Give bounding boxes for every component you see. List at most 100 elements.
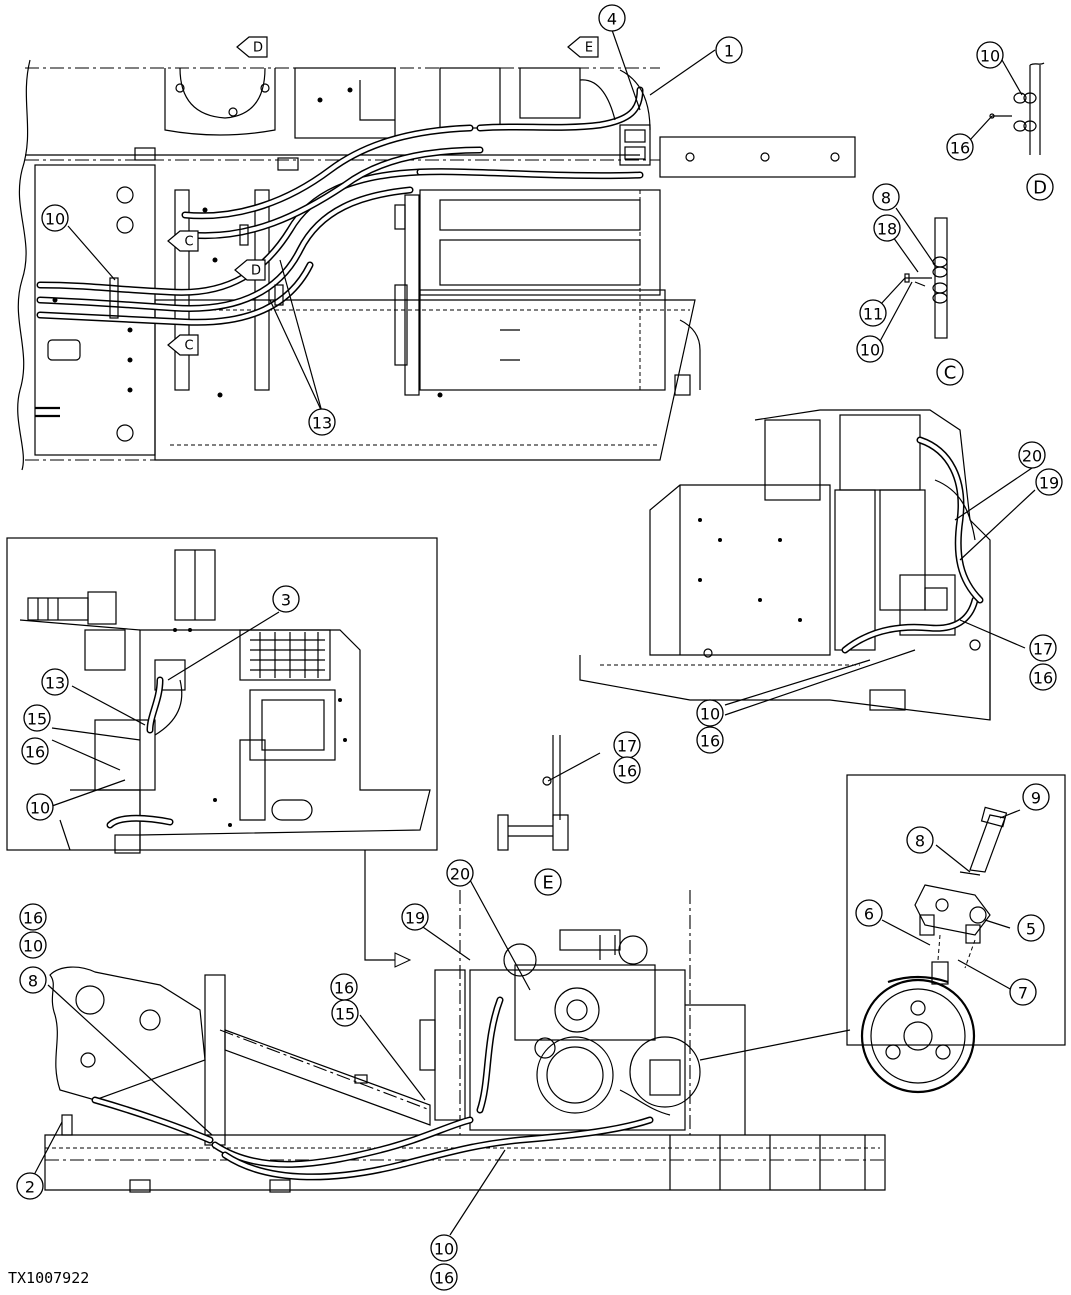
callout-number: 8	[28, 972, 38, 991]
callout-1: 1	[715, 36, 743, 64]
callout-circle	[16, 1172, 44, 1200]
callout-number: 16	[23, 909, 43, 928]
callout-number: 10	[700, 705, 720, 724]
callout-number: 10	[30, 799, 50, 818]
view-label-letter: E	[542, 873, 553, 894]
callout-17: 17	[613, 731, 641, 759]
callout-2: 2	[16, 1172, 44, 1200]
callout-number: 10	[23, 937, 43, 956]
callout-8: 8	[872, 183, 900, 211]
view-arrow-c: C	[167, 334, 199, 356]
detail-e-bracket	[497, 735, 569, 851]
callout-circle	[859, 299, 887, 327]
callout-number: 11	[863, 305, 883, 324]
callout-circle	[696, 726, 724, 754]
detail-d-hose-clamp	[989, 62, 1045, 155]
callout-number: 16	[1033, 669, 1053, 688]
callout-circle	[1018, 441, 1046, 469]
view-arrow-shape	[167, 230, 199, 252]
callout-16: 16	[696, 726, 724, 754]
callout-10: 10	[26, 793, 54, 821]
callout-number: 1	[724, 42, 734, 61]
callout-number: 18	[877, 220, 897, 239]
callout-circle	[1017, 914, 1045, 942]
callout-circle	[1029, 634, 1057, 662]
callout-circle	[19, 931, 47, 959]
view-arrow-letter: E	[585, 41, 593, 56]
callout-number: 10	[860, 341, 880, 360]
panel-dots	[698, 518, 802, 622]
callout-16: 16	[613, 756, 641, 784]
callout-circle	[41, 668, 69, 696]
callout-number: 10	[980, 47, 1000, 66]
callout-circle	[23, 704, 51, 732]
callout-circle	[19, 903, 47, 931]
callout-number: 16	[950, 139, 970, 158]
callout-3: 3	[272, 585, 300, 613]
callout-9: 9	[1022, 783, 1050, 811]
callout-number: 17	[1033, 640, 1053, 659]
callout-circle	[26, 793, 54, 821]
bottom-main-engine-view	[44, 890, 886, 1193]
callout-number: 16	[25, 743, 45, 762]
right-isometric-engine-view	[579, 409, 991, 721]
callout-16: 16	[19, 903, 47, 931]
callout-18: 18	[873, 214, 901, 242]
callout-7: 7	[1009, 978, 1037, 1006]
callout-circle	[1009, 978, 1037, 1006]
callout-15: 15	[23, 704, 51, 732]
top-view-frame-assembly	[17, 59, 856, 471]
callout-number: 5	[1026, 920, 1036, 939]
callout-19: 19	[401, 903, 429, 931]
callout-16: 16	[430, 1263, 458, 1291]
callout-number: 20	[450, 865, 470, 884]
cooler-grid	[250, 632, 325, 678]
callout-number: 8	[881, 189, 891, 208]
callout-8: 8	[19, 966, 47, 994]
callout-number: 16	[334, 979, 354, 998]
boxed-detail-view	[6, 537, 438, 854]
callout-number: 13	[45, 674, 65, 693]
callout-5: 5	[1017, 914, 1045, 942]
callout-circle	[715, 36, 743, 64]
view-label-letter: C	[944, 363, 957, 384]
view-arrow-letter: C	[184, 339, 193, 354]
view-arrow-d: D	[234, 259, 266, 281]
leader-lines	[33, 29, 1036, 1236]
callout-circle	[613, 756, 641, 784]
view-arrow-c: C	[167, 230, 199, 252]
callout-circle	[21, 737, 49, 765]
callout-number: 10	[45, 210, 65, 229]
callout-17: 17	[1029, 634, 1057, 662]
view-label-d: D	[1026, 173, 1054, 201]
view-label-e: E	[534, 868, 562, 896]
callout-circle	[1022, 783, 1050, 811]
callout-circle	[272, 585, 300, 613]
compressor-detail-view	[846, 774, 1066, 1046]
callout-10: 10	[19, 931, 47, 959]
view-arrow-shape	[567, 36, 599, 58]
callout-group: 1410161081811101320191716101631315161017…	[16, 4, 1063, 1291]
view-label-circle	[936, 358, 964, 386]
callout-circle	[446, 859, 474, 887]
callout-number: 16	[434, 1269, 454, 1288]
callout-16: 16	[946, 133, 974, 161]
callout-number: 19	[1039, 474, 1059, 493]
callout-number: 4	[607, 10, 617, 29]
callout-16: 16	[1029, 663, 1057, 691]
callout-10: 10	[430, 1234, 458, 1262]
callout-13: 13	[308, 408, 336, 436]
view-label-circle	[534, 868, 562, 896]
callout-8: 8	[906, 826, 934, 854]
callout-circle	[1035, 468, 1063, 496]
callout-circle	[906, 826, 934, 854]
view-arrow-shape	[167, 334, 199, 356]
view-label-c: C	[936, 358, 964, 386]
view-arrow-letter: C	[184, 235, 193, 250]
callout-circle	[976, 41, 1004, 69]
callout-circle	[873, 214, 901, 242]
callout-circle	[598, 4, 626, 32]
callout-number: 15	[335, 1005, 355, 1024]
callout-number: 19	[405, 909, 425, 928]
